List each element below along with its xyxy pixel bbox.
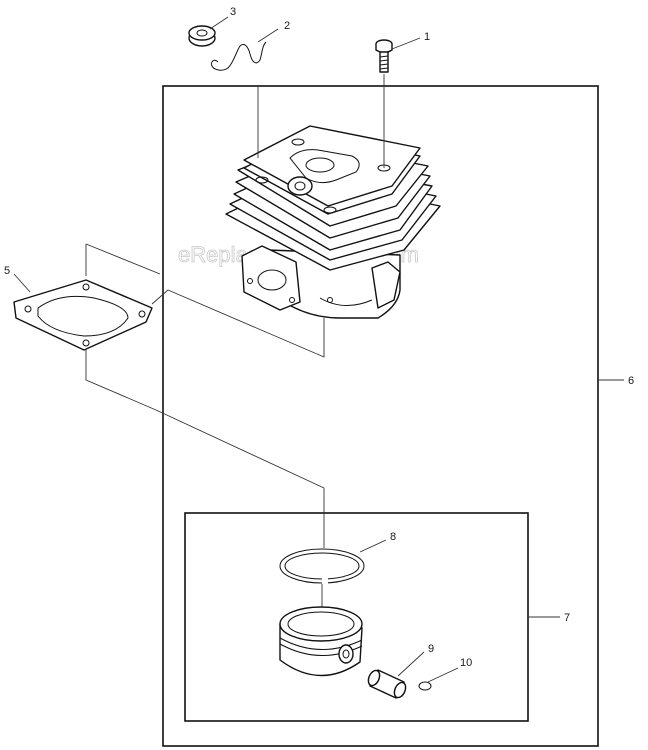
spring-clip-icon — [211, 41, 267, 71]
callout-9: 9 — [428, 643, 434, 655]
callout-7: 7 — [564, 612, 570, 624]
screw-icon — [375, 39, 393, 73]
piston-pin-icon — [367, 669, 407, 699]
leader-lines — [13, 16, 624, 683]
callout-10: 10 — [460, 657, 472, 669]
callout-3: 3 — [230, 6, 236, 18]
callout-8: 8 — [390, 531, 396, 543]
piston-ring-icon — [279, 548, 365, 586]
grommet-icon — [188, 25, 216, 47]
gasket-icon — [13, 279, 153, 351]
callout-5: 5 — [4, 265, 10, 277]
callout-2: 2 — [284, 20, 290, 32]
cylinder-assembly-frame — [162, 85, 599, 747]
callout-6: 6 — [628, 375, 634, 387]
circlip-icon — [418, 681, 432, 691]
callout-1: 1 — [424, 31, 430, 43]
cylinder-icon — [225, 125, 441, 319]
piston-icon — [279, 606, 363, 677]
